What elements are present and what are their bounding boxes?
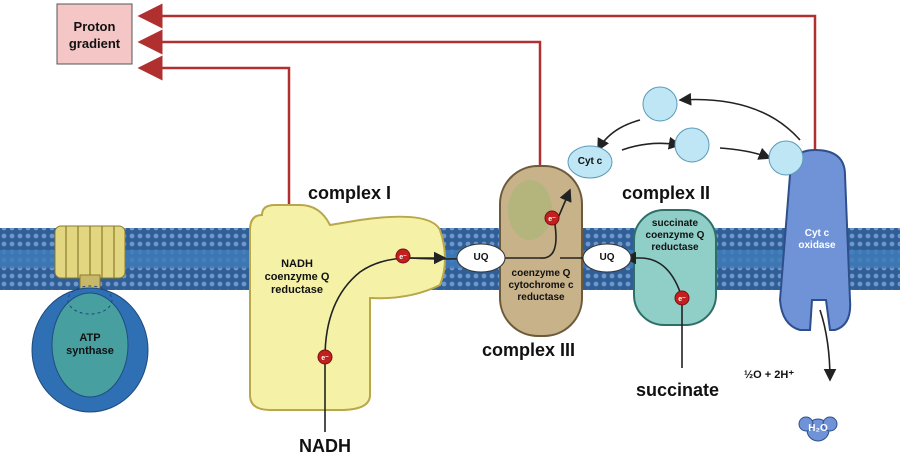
water-label: H₂O <box>808 423 828 434</box>
nadh-label: NADH <box>299 436 351 456</box>
oxygen-reaction-label: ½O + 2H⁺ <box>744 369 795 381</box>
uq-label-1: UQ <box>473 252 489 263</box>
succinate-enzyme-label: succinate coenzyme Q reductase <box>645 218 705 253</box>
cyt-oxidase-label: Cyt c oxidase <box>798 228 836 251</box>
complex-i-label: complex I <box>308 183 392 203</box>
succinate-label: succinate <box>636 380 720 400</box>
complex-i-shape <box>249 204 446 411</box>
atp-synthase <box>31 225 149 413</box>
complex-ii-shape <box>633 209 717 326</box>
electron-label-1: e⁻ <box>399 254 407 261</box>
proton-pump-arrows <box>137 3 817 212</box>
uq-oval-1 <box>456 243 506 273</box>
electron-label-3: e⁻ <box>548 216 556 223</box>
atp-synthase-label: ATP synthase <box>66 332 114 357</box>
complex-iii-label: complex III <box>482 340 576 360</box>
proton-gradient-label: Proton gradient <box>68 19 121 51</box>
nadh-enzyme-label: NADH coenzyme Q reductase <box>264 258 330 296</box>
water-molecule <box>798 416 838 442</box>
proton-gradient-box <box>56 3 133 65</box>
cyt-c-balls <box>567 86 804 179</box>
uq-oval-2 <box>582 243 632 273</box>
cyt-c-oxidase-shape <box>778 148 852 331</box>
uq-label-2: UQ <box>599 252 615 263</box>
electron-label-4: e⁻ <box>678 296 686 303</box>
electron-label-2: e⁻ <box>321 355 329 362</box>
cyt-c-label: Cyt c <box>577 156 603 167</box>
complex-ii-label: complex II <box>622 183 711 203</box>
electron-dots <box>317 210 690 365</box>
cyt-reductase-label: coenzyme Q cytochrome c reductase <box>508 268 574 303</box>
complex-iii-tint <box>508 180 552 240</box>
